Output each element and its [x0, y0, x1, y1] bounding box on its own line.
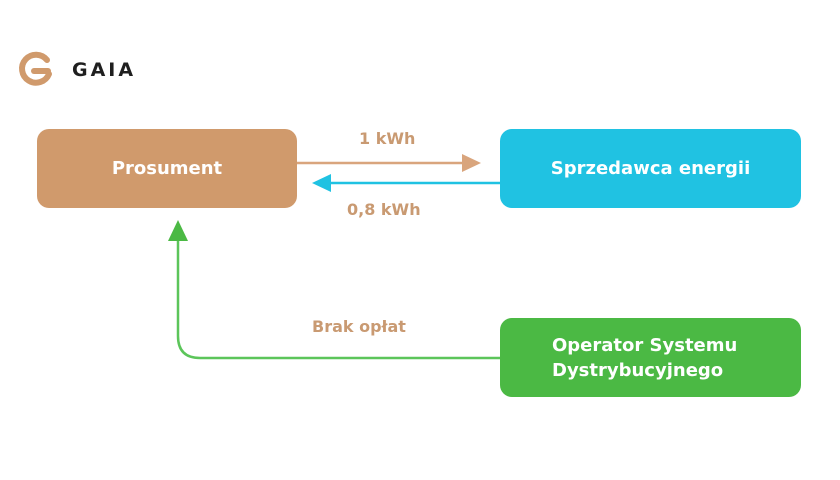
flow-label-to-seller: 1 kWh: [359, 129, 416, 148]
arrow-osd-to-prosument: [168, 220, 500, 360]
brand-name: GAIA: [72, 59, 137, 81]
distribution-operator-label-line-2: Dystrybucyjnego: [552, 359, 724, 381]
arrow-from-seller: [312, 174, 500, 192]
flow-label-from-seller: 0,8 kWh: [347, 200, 421, 219]
prosument-label: Prosument: [111, 158, 223, 179]
gaia-logo-icon: [19, 51, 52, 86]
energy-seller-node: Sprzedawca energii: [500, 129, 801, 208]
energy-seller-label: Sprzedawca energii: [550, 158, 751, 179]
flow-label-no-fees: Brak opłat: [312, 317, 406, 336]
distribution-operator-label: Operator Systemu Dystrybucyjnego: [552, 333, 737, 383]
distribution-operator-node: Operator Systemu Dystrybucyjnego: [500, 318, 801, 397]
arrow-to-seller: [297, 154, 481, 172]
distribution-operator-label-line-1: Operator Systemu: [552, 334, 738, 356]
brand-logo: GAIA: [14, 48, 136, 92]
prosument-node: Prosument: [37, 129, 297, 208]
